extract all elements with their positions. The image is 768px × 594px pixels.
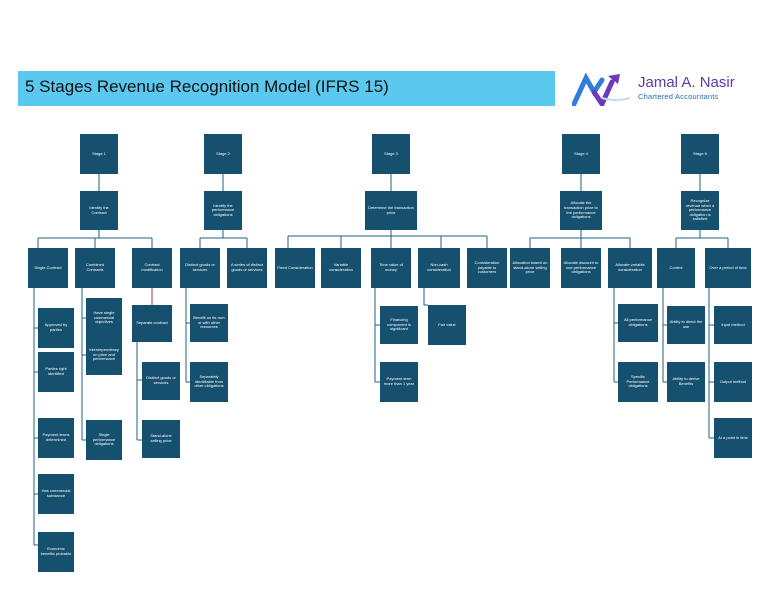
allocate-transaction-price-box: Allocate the transaction price to the pe… [560,191,602,230]
logo-mark-icon [572,72,631,106]
fixed-consideration-box: Fixed Consideration [275,248,315,288]
stage-2-box: Stage 2 [204,134,242,174]
at-point-in-time-box: At a point in time [714,418,752,458]
consideration-payable-box: Consideration payable to customers [467,248,507,288]
logo-subtitle: Chartered Accountants [638,92,719,101]
output-method-box: Output method [714,362,752,402]
title-banner: 5 Stages Revenue Recognition Model (IFRS… [18,71,555,106]
single-commercial-objectives-box: Have single commercial objectives [86,298,122,338]
parties-right-identified-box: Parties right identified [38,352,74,392]
control-box: Control [657,248,695,288]
page-title: 5 Stages Revenue Recognition Model (IFRS… [25,77,389,96]
financing-component-box: Financing component is significant [380,306,418,344]
single-performance-obligations-box: Single performance obligations [86,420,122,460]
ability-derive-benefits-box: Ability to derive Benefits [667,362,705,402]
specific-performance-obligations-box: Specific Performance obligations [618,362,658,402]
combined-contracts-box: Combined Contracts [75,248,115,288]
allocation-standalone-box: Allocation based on stand-alone selling … [510,248,550,288]
separately-identifiable-box: Separately identifiable from other oblig… [190,362,228,402]
interdependency-box: Interdependency on price and performance [86,335,122,375]
stage-3-box: Stage 3 [372,134,410,174]
allocate-variable-box: Allocate variable consideration [608,248,652,288]
distinct-goods-services-box: Distinct goods or services [142,362,180,400]
benefit-on-own-box: Benefit on its own or with other resourc… [190,304,228,342]
identify-performance-obligations-box: Identify the performance obligations [204,191,242,230]
economic-benefits-box: Economic benefits probable [38,532,74,572]
single-contract-box: Single Contract [28,248,68,288]
identify-contract-box: Identify the Contract [80,191,118,230]
payment-terms-determined-box: Payment terms determined [38,418,74,458]
stand-alone-selling-price-box: Stand-alone selling price [142,420,180,458]
input-method-box: Input method [714,306,752,344]
series-distinct-goods-box: A series of distinct goods or services [227,248,267,288]
stage-5-box: Stage 5 [681,134,719,174]
stage-1-box: Stage 1 [80,134,118,174]
stage-4-box: Stage 4 [562,134,600,174]
time-value-of-money-box: Time value of money [371,248,411,288]
all-performance-obligations-box: All performance obligations [618,304,658,342]
approved-by-parties-box: Approved by parties [38,308,74,348]
determine-transaction-price-box: Determine the transaction price [365,191,417,230]
separate-contract-box: Separate contract [132,305,172,342]
logo: Jamal A. Nasir Chartered Accountants [572,72,742,108]
contract-modification-box: Contract modification [132,248,172,288]
logo-name: Jamal A. Nasir [638,74,735,91]
distinct-goods-or-services-box: Distinct goods or services [180,248,220,288]
ability-direct-use-box: Ability to direct the use [667,306,705,344]
non-cash-consideration-box: Non-cash consideration [418,248,460,288]
over-period-of-time-box: Over a period of time [705,248,751,288]
allocate-discount-box: Allocate discount to one performance obl… [561,248,601,288]
recognize-revenue-box: Recognize revenue when a performance obl… [681,191,719,230]
commercial-substance-box: Has commercial substance [38,474,74,514]
fair-value-box: Fair value [428,305,466,345]
payment-term-1yr-box: Payment term more than 1 year [380,362,418,402]
variable-consideration-box: Variable consideration [321,248,361,288]
